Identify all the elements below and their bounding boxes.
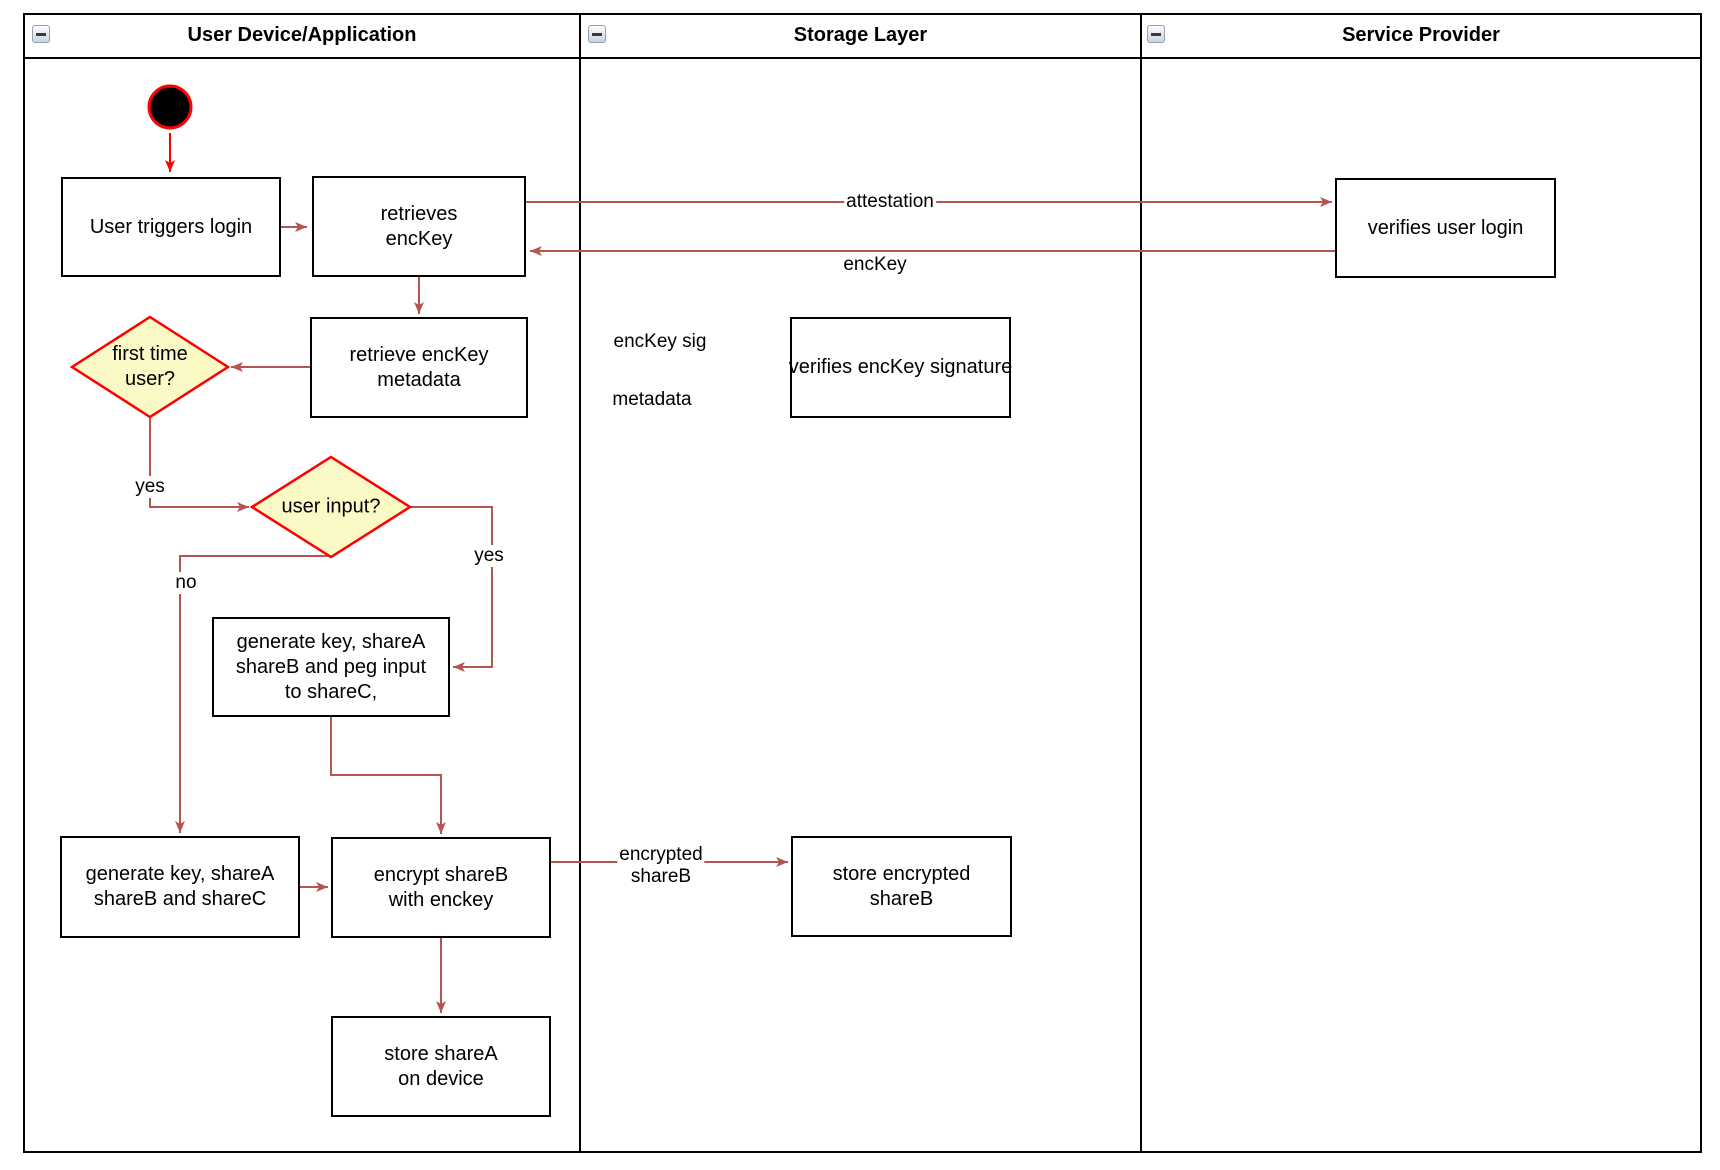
minus-bar: [1151, 32, 1161, 36]
edge-label-attestation: attestation: [844, 191, 936, 213]
collapse-minus-icon[interactable]: [588, 25, 606, 43]
collapse-minus-icon[interactable]: [32, 25, 50, 43]
edge-label-enckey-sig: encKey sig: [611, 331, 709, 353]
minus-bar: [36, 32, 46, 36]
edge-label-enckey: encKey: [841, 254, 909, 276]
edge-label-userinput-yes: yes: [472, 545, 506, 567]
edge-label-userinput-no: no: [173, 572, 199, 594]
node-encrypt-shareb[interactable]: encrypt shareB with enckey: [331, 837, 551, 938]
lane-title-service-provider: Service Provider: [1342, 23, 1500, 46]
node-store-sharea[interactable]: store shareA on device: [331, 1016, 551, 1117]
collapse-minus-icon[interactable]: [1147, 25, 1165, 43]
node-retrieve-enckey-metadata[interactable]: retrieve encKey metadata: [310, 317, 528, 418]
lane-divider-2: [1140, 13, 1142, 1153]
node-store-encrypted-shareb[interactable]: store encrypted shareB: [791, 836, 1012, 937]
lane-title-storage-layer: Storage Layer: [793, 23, 928, 46]
minus-bar: [592, 32, 602, 36]
node-retrieves-enckey[interactable]: retrieves encKey: [312, 176, 526, 277]
node-verifies-enckey-signature[interactable]: verifies encKey signature: [789, 317, 1012, 418]
node-verifies-user-login[interactable]: verifies user login: [1335, 178, 1556, 278]
lane-header-underline: [23, 57, 1702, 59]
lane-title-user-device: User Device/Application: [187, 23, 417, 46]
decision-user-input-label: user input?: [281, 495, 381, 518]
node-generate-key-peg[interactable]: generate key, shareA shareB and peg inpu…: [212, 617, 450, 717]
node-user-triggers-login[interactable]: User triggers login: [61, 177, 281, 277]
edge-label-metadata: metadata: [610, 389, 694, 411]
lane-divider-1: [579, 13, 581, 1153]
node-generate-key-sharec[interactable]: generate key, shareA shareB and shareC: [60, 836, 300, 938]
edge-label-encrypted-shareb: encrypted shareB: [617, 844, 705, 888]
decision-first-time-user-label: first time user?: [112, 343, 188, 390]
edge-label-firsttime-yes: yes: [133, 476, 167, 498]
